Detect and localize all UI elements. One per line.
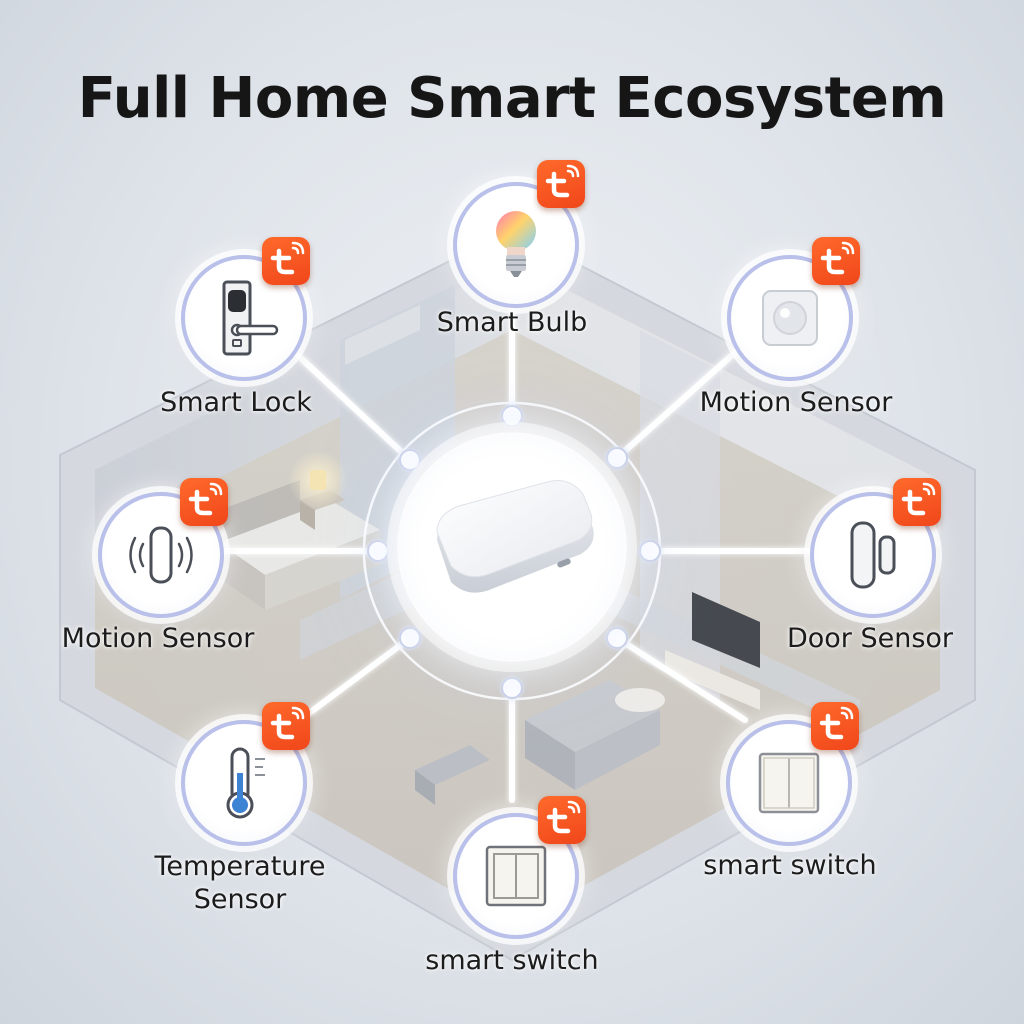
motion-sensor-icon bbox=[129, 526, 193, 584]
tuya-app-icon bbox=[188, 482, 223, 516]
tuya-app-icon bbox=[819, 706, 854, 740]
tuya-app-icon bbox=[270, 241, 305, 275]
tuya-badge bbox=[538, 796, 586, 844]
tuya-app-icon bbox=[820, 241, 855, 275]
thermometer-icon bbox=[226, 747, 265, 819]
connector-lines bbox=[215, 297, 813, 803]
door-sensor-icon bbox=[850, 521, 896, 589]
tuya-badge bbox=[537, 160, 585, 208]
device-label: Door Sensor bbox=[786, 623, 954, 654]
smart-switch-icon bbox=[485, 845, 547, 907]
tuya-badge bbox=[262, 237, 310, 285]
tuya-badge bbox=[262, 702, 310, 750]
tuya-badge bbox=[893, 478, 941, 526]
smart-lock-icon bbox=[222, 280, 279, 356]
tuya-app-icon bbox=[270, 706, 305, 740]
device-label: Motion Sensor bbox=[699, 387, 893, 418]
connector-dots bbox=[367, 405, 661, 699]
zigbee-hub-icon bbox=[436, 480, 594, 593]
tuya-app-icon bbox=[901, 482, 936, 516]
device-motion-sensor-right[interactable] bbox=[727, 255, 853, 381]
tuya-badge bbox=[811, 702, 859, 750]
device-temperature-sensor[interactable] bbox=[181, 720, 307, 846]
smart-switch-icon bbox=[758, 752, 820, 814]
device-smart-bulb[interactable] bbox=[453, 182, 579, 308]
page-title: Full Home Smart Ecosystem bbox=[77, 66, 947, 131]
tuya-app-icon bbox=[546, 800, 581, 834]
motion-sensor-icon bbox=[762, 290, 818, 346]
device-smart-switch-bottom[interactable] bbox=[453, 813, 579, 939]
device-label: Temperature Sensor bbox=[154, 851, 326, 915]
smart-bulb-icon bbox=[496, 211, 536, 277]
zigbee-hub bbox=[397, 432, 627, 662]
tuya-app-icon bbox=[545, 164, 580, 198]
device-label: Motion Sensor bbox=[61, 623, 255, 654]
tuya-badge bbox=[812, 237, 860, 285]
device-smart-lock[interactable] bbox=[181, 255, 307, 381]
tuya-badge bbox=[180, 478, 228, 526]
device-label: Smart Bulb bbox=[436, 307, 588, 338]
device-label: smart switch bbox=[425, 945, 599, 976]
device-label: smart switch bbox=[703, 850, 877, 881]
device-label: Smart Lock bbox=[160, 387, 312, 418]
